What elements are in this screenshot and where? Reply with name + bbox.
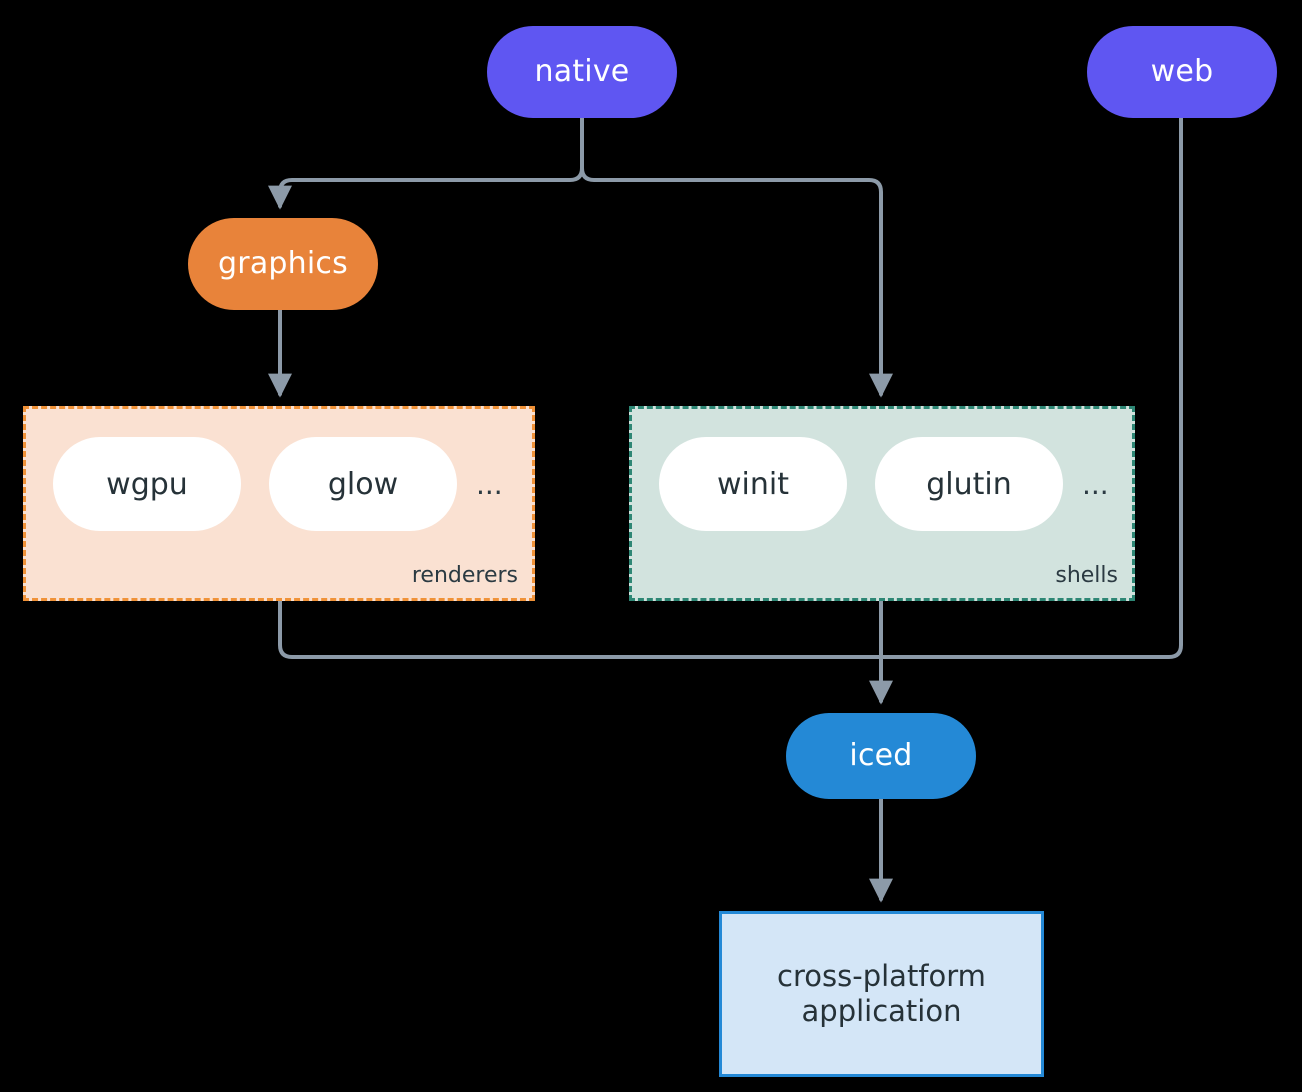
chip-glow-label: glow	[327, 466, 399, 502]
edge-renderers-iced	[278, 599, 883, 659]
node-graphics[interactable]: graphics	[188, 218, 378, 310]
renderers-more-ellipsis: ...	[476, 467, 503, 501]
node-iced[interactable]: iced	[786, 713, 976, 799]
shells-more-ellipsis: ...	[1082, 467, 1109, 501]
chip-wgpu[interactable]: wgpu	[53, 437, 241, 531]
group-renderers: wgpu glow ... renderers	[23, 406, 535, 601]
edge-native-bus	[268, 116, 584, 210]
chip-glutin[interactable]: glutin	[875, 437, 1063, 531]
node-application-label-line1: cross-platform	[777, 958, 986, 993]
node-graphics-label: graphics	[218, 245, 348, 281]
node-web[interactable]: web	[1087, 26, 1277, 118]
group-shells-label: shells	[1055, 563, 1118, 588]
chip-wgpu-label: wgpu	[106, 466, 188, 502]
chip-glow[interactable]: glow	[269, 437, 457, 531]
group-shells: winit glutin ... shells	[629, 406, 1135, 601]
chip-winit[interactable]: winit	[659, 437, 847, 531]
node-native[interactable]: native	[487, 26, 677, 118]
node-application-label-line2: application	[801, 994, 962, 1028]
node-application[interactable]: cross-platform application	[719, 911, 1044, 1077]
node-iced-label: iced	[849, 737, 913, 773]
node-native-label: native	[534, 53, 630, 89]
node-web-label: web	[1150, 53, 1214, 89]
chip-glutin-label: glutin	[926, 466, 1012, 502]
group-renderers-label: renderers	[411, 563, 518, 588]
chip-winit-label: winit	[717, 466, 789, 502]
edge-native-shells	[580, 116, 893, 398]
